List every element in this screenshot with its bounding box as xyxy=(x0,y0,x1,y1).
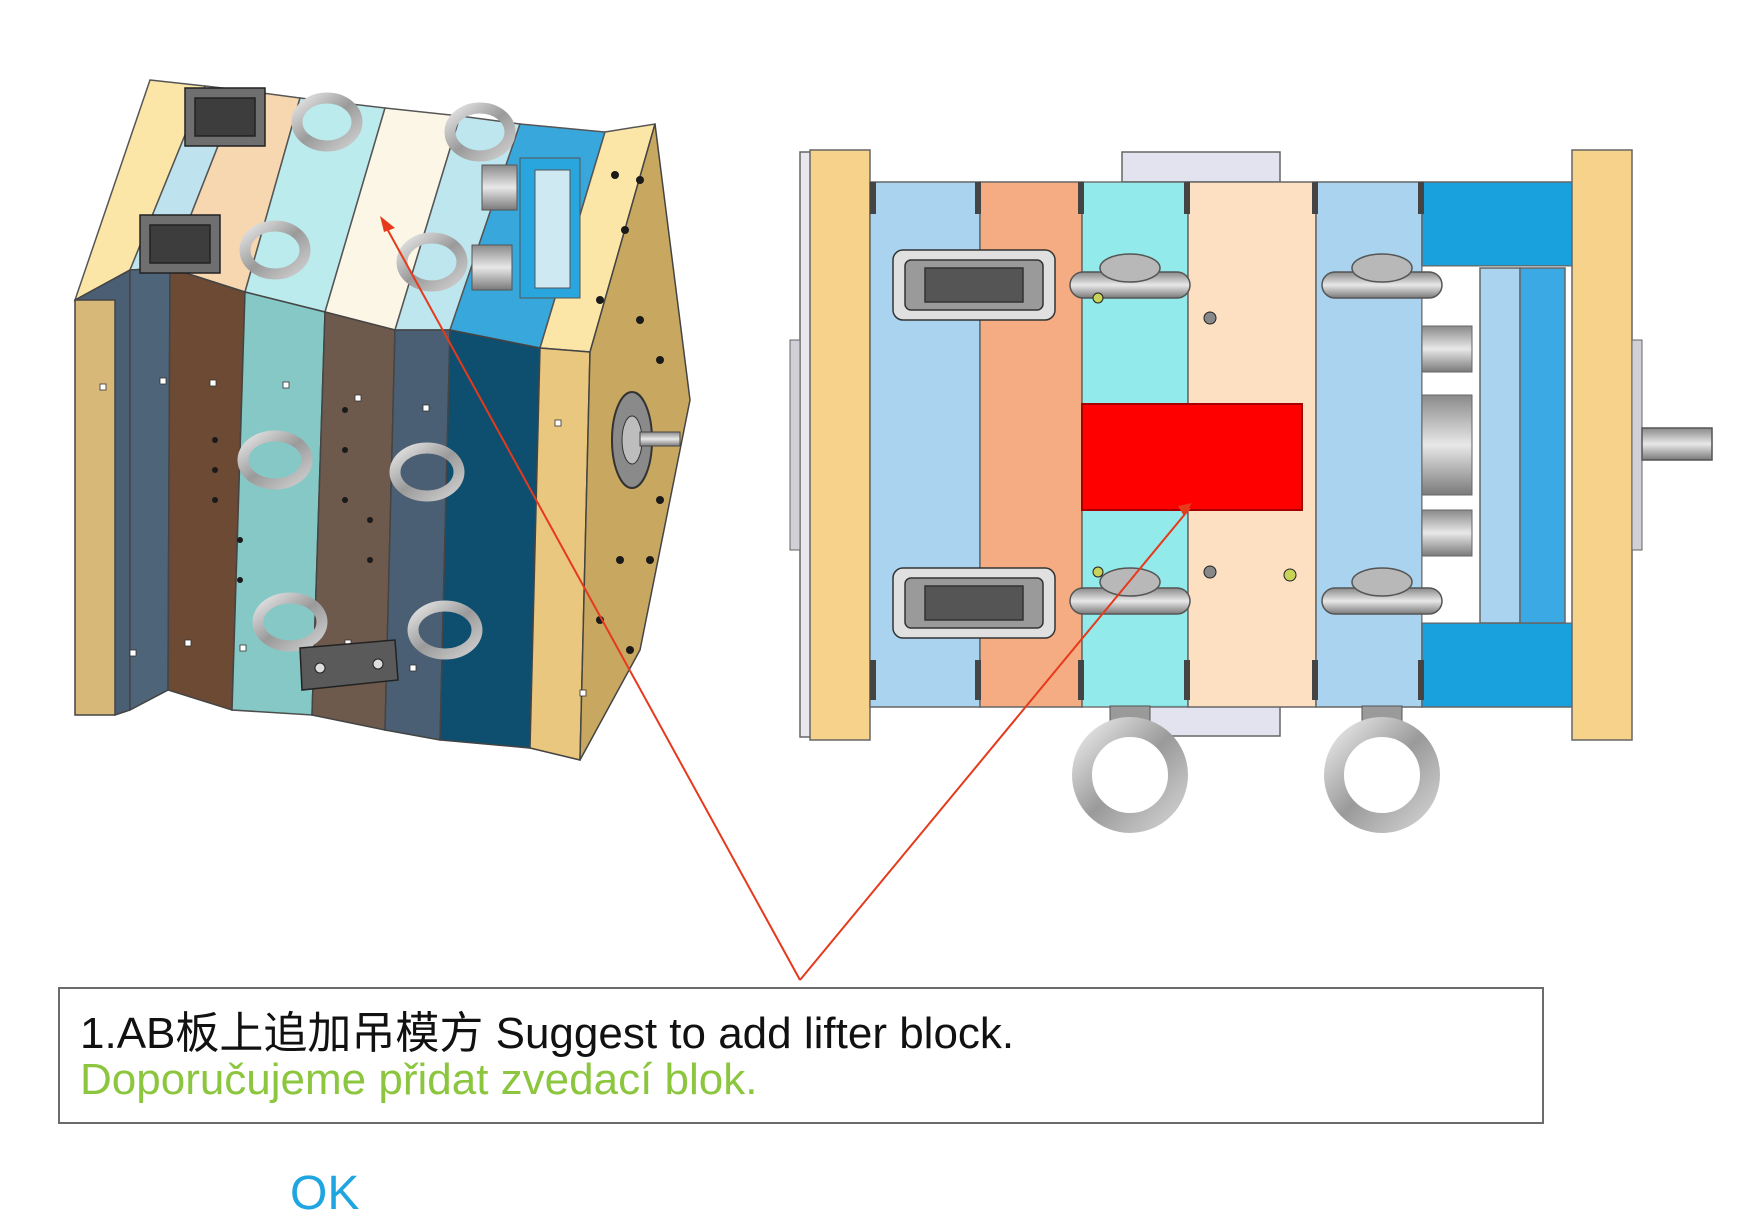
connector-icon xyxy=(892,249,1056,639)
annotation-leader-lines xyxy=(384,224,1191,981)
arrowhead-icon xyxy=(1178,503,1192,516)
suggestion-note: 1.AB板上追加吊模方 Suggest to add lifter block.… xyxy=(58,987,1544,1124)
arrowhead-icon xyxy=(380,216,395,232)
status-label: OK xyxy=(290,1167,360,1220)
side-mold-view xyxy=(789,149,1713,833)
eye-bolt-icon xyxy=(1072,705,1440,833)
proposed-lifter-block xyxy=(1081,403,1303,511)
suggestion-translation: Doporučujeme přidat zvedací blok. xyxy=(80,1055,758,1104)
suggestion-text: 1.AB板上追加吊模方 Suggest to add lifter block. xyxy=(80,1009,1015,1058)
isometric-mold-view xyxy=(73,79,691,761)
eye-bolt-icon xyxy=(237,92,516,660)
